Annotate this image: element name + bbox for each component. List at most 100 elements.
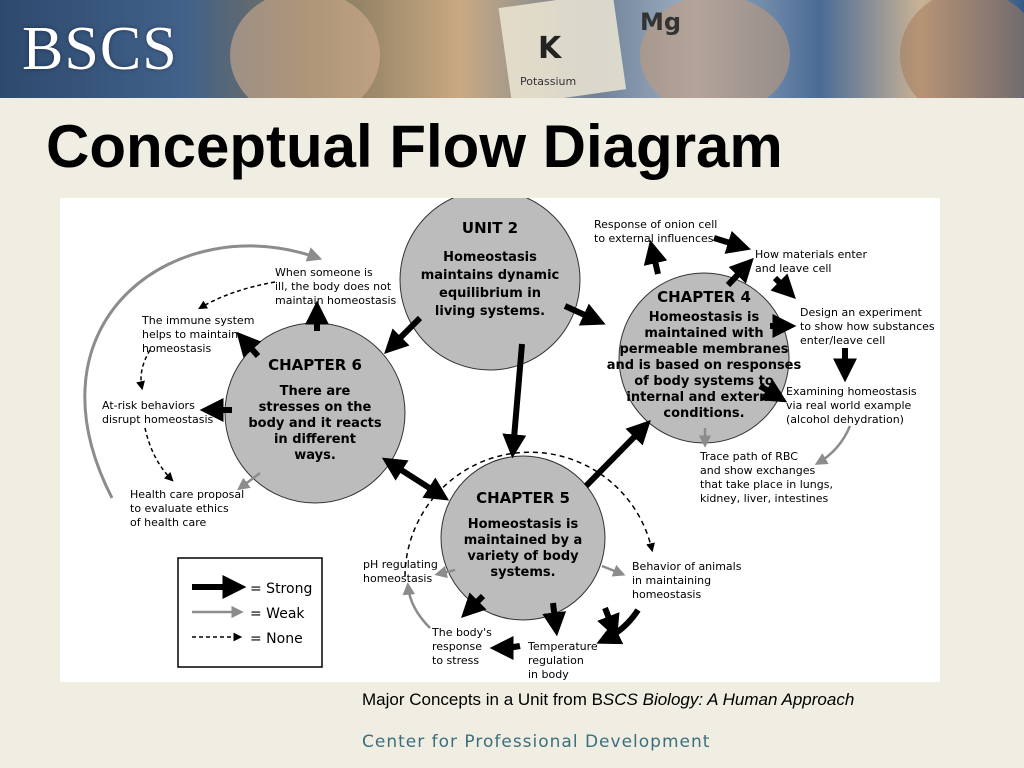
chapter4-line-4: and is based on responses [607, 358, 802, 373]
footer-text: Center for Professional Development [362, 732, 711, 752]
caption-prefix: Major Concepts in a Unit from B [362, 690, 603, 709]
arrow-ch5-to-ph [434, 565, 456, 579]
arrow-stress-to-ph [402, 582, 431, 629]
label-temperature-1: Temperature [527, 640, 598, 653]
periodic-tiles: K Potassium Mg [498, 0, 681, 98]
bscs-logo: BSCS [22, 15, 178, 83]
label-design-1: Design an experiment [800, 306, 923, 319]
label-ethics-1: Health care proposal [130, 488, 244, 501]
unit2-line-4: living systems. [435, 304, 545, 319]
label-design-3: enter/leave cell [800, 334, 885, 347]
arrow-ch6-ch5-bidirectional [381, 457, 450, 501]
chapter6-title: CHAPTER 6 [268, 356, 362, 374]
chapter6-line-2: stresses on the [259, 400, 372, 415]
label-atrisk-2: disrupt homeostasis [102, 413, 214, 426]
label-rbc-2: and show exchanges [700, 464, 815, 477]
caption-italic: SCS Biology: A Human Approach [602, 690, 855, 709]
label-rbc-4: kidney, liver, intestines [700, 492, 829, 505]
label-examining-1: Examining homeostasis [786, 385, 917, 398]
chapter5-line-2: maintained by a [464, 533, 582, 548]
chapter5-line-4: systems. [490, 565, 555, 580]
label-atrisk-1: At-risk behaviors [102, 399, 195, 412]
student-photo-center [640, 0, 790, 98]
chapter4-title: CHAPTER 4 [657, 288, 751, 306]
label-stress-3: to stress [432, 654, 479, 667]
label-immune-2: helps to maintain [142, 328, 238, 341]
arrow-ch5-to-animals-weak [601, 564, 626, 577]
student-photo-left [230, 0, 380, 98]
arrow-animals-to-temperature [596, 608, 641, 645]
diagram-panel: UNIT 2 Homeostasis maintains dynamic equ… [60, 189, 940, 682]
chapter4-line-1: Homeostasis is [649, 310, 760, 325]
chapter5-line-1: Homeostasis is [468, 517, 579, 532]
label-temperature-3: in body [528, 668, 569, 681]
page-title: Conceptual Flow Diagram [46, 113, 783, 180]
label-rbc-3: that take place in lungs, [700, 478, 833, 491]
arrow-examining-to-rbc [814, 425, 852, 465]
chapter6-line-4: in different [274, 432, 356, 447]
unit2-line-3: equilibrium in [439, 286, 541, 301]
label-materials-1: How materials enter [755, 248, 867, 261]
label-rbc-1: Trace path of RBC [699, 450, 798, 463]
chapter4-line-3: permeable membranes [620, 342, 789, 357]
label-ethics-2: to evaluate ethics [130, 502, 229, 515]
label-stress-2: response [432, 640, 482, 653]
legend-strong-label: = Strong [250, 581, 312, 597]
chapter4-line-6: internal and external [626, 390, 781, 405]
tile-k-label: Potassium [520, 75, 576, 88]
arrow-unit2-to-ch4 [563, 303, 606, 326]
label-examining-3: (alcohol dehydration) [786, 413, 904, 426]
chapter4-line-5: of body systems to [634, 374, 774, 389]
arrow-ch5-to-animals [597, 606, 620, 639]
arrow-ch4-to-examining [758, 379, 788, 403]
teacher-photo-right [900, 0, 1024, 98]
strong-arrows [199, 230, 857, 660]
header-banner: K Potassium Mg BSCS [0, 0, 1024, 98]
label-examining-2: via real world example [786, 399, 912, 412]
unit2-title: UNIT 2 [462, 219, 518, 237]
label-immune-1: The immune system [141, 314, 254, 327]
arrow-ch6-to-immune [236, 331, 262, 358]
label-ethics-3: of health care [130, 516, 206, 529]
arrow-materials-to-design [770, 273, 796, 299]
tile-k-symbol: K [538, 31, 563, 66]
label-ill-2: ill, the body does not [275, 280, 392, 293]
diagram-caption: Major Concepts in a Unit from BSCS Biolo… [362, 690, 854, 710]
flow-diagram: UNIT 2 Homeostasis maintains dynamic equ… [83, 189, 935, 681]
label-ph-1: pH regulating [363, 558, 438, 571]
arrow-atrisk-to-ethics [144, 427, 174, 482]
arrow-ch5-to-ch4 [583, 420, 651, 489]
label-stress-1: The body's [431, 626, 492, 639]
label-ill-3: maintain homeostasis [275, 294, 397, 307]
chapter6-line-1: There are [280, 384, 351, 399]
unit2-line-2: maintains dynamic [421, 268, 560, 283]
arrow-unit2-to-ch6 [384, 315, 423, 354]
label-animals-3: homeostasis [632, 588, 701, 601]
legend: = Strong = Weak = None [177, 557, 323, 668]
arrow-unit2-to-ch5 [502, 343, 527, 459]
chapter5-title: CHAPTER 5 [476, 489, 570, 507]
arrow-immune-to-atrisk [136, 349, 151, 391]
label-immune-3: homeostasis [142, 342, 211, 355]
arrow-ch5-to-stress [461, 592, 487, 618]
chapter6-line-5: ways. [294, 448, 336, 463]
tile-mg-symbol: Mg [640, 8, 681, 36]
arrow-ch6-to-ethics [237, 472, 261, 491]
label-temperature-2: regulation [528, 654, 584, 667]
label-onion-2: to external influences [594, 232, 714, 245]
label-materials-2: and leave cell [755, 262, 831, 275]
label-ill-1: When someone is [275, 266, 373, 279]
weak-arrow-ethics-to-ill [83, 244, 323, 499]
chapter4-line-7: conditions. [663, 406, 744, 421]
chapter6-line-3: body and it reacts [248, 416, 382, 431]
arrow-onion-to-materials [713, 230, 752, 254]
chapter4-line-2: maintained with [644, 326, 763, 341]
arrow-ch4-to-onion [643, 239, 668, 275]
label-animals-2: in maintaining [632, 574, 711, 587]
legend-weak-label: = Weak [250, 606, 305, 622]
chapter5-line-3: variety of body [467, 549, 579, 564]
arrow-ill-to-immune [198, 281, 276, 310]
arrow-ch5-to-temperature [542, 602, 567, 637]
weak-arrows [237, 425, 852, 629]
legend-none-label: = None [250, 631, 303, 647]
